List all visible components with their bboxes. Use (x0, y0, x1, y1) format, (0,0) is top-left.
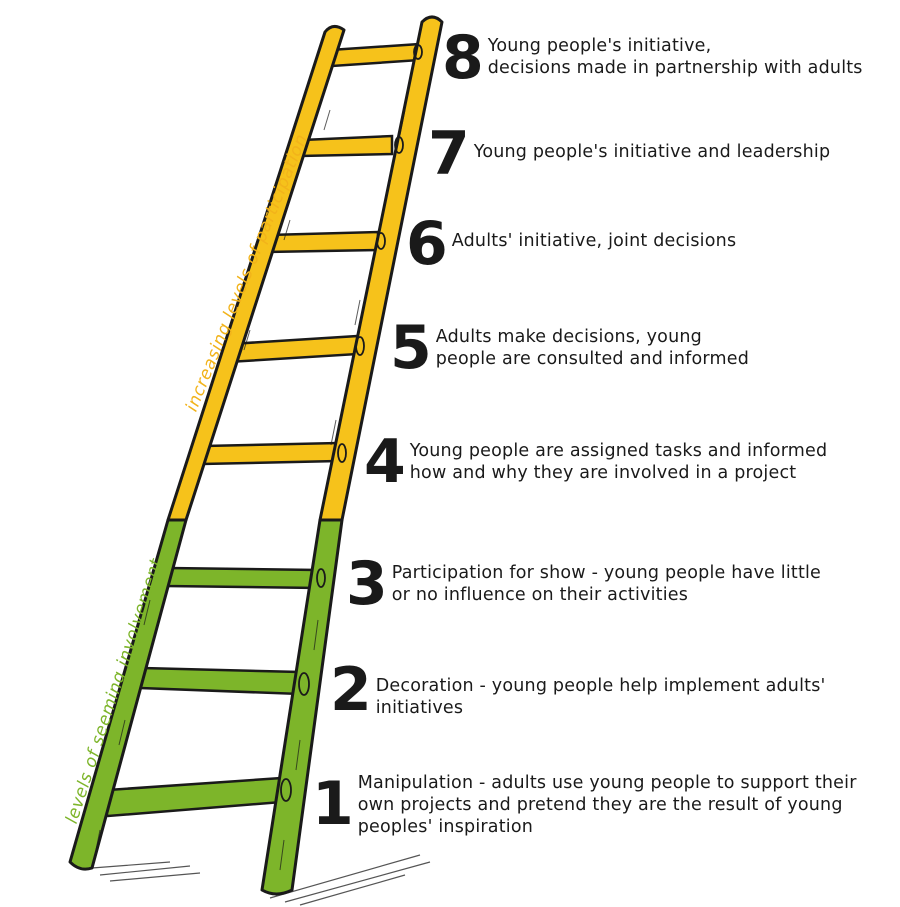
step-number: 8 (442, 23, 484, 93)
step-4: 4 Young people are assigned tasks and in… (364, 427, 828, 497)
step-number: 3 (346, 549, 388, 619)
step-description: Adults make decisions, young people are … (435, 327, 750, 369)
step-description: Young people are assigned tasks and info… (409, 441, 828, 483)
rung-4 (197, 441, 340, 466)
step-7: 7 Young people's initiative and leadersh… (428, 119, 831, 189)
step-8: 8 Young people's initiative, decisions m… (442, 23, 863, 93)
left-rail (68, 25, 346, 871)
step-description: Manipulation - adults use young people t… (357, 773, 857, 837)
rung-2 (135, 666, 302, 696)
rung-1 (100, 776, 284, 818)
ground-shadow (91, 854, 431, 906)
rung-6 (261, 230, 380, 254)
step-description: Decoration - young people help implement… (375, 676, 826, 718)
rung-3 (161, 566, 320, 590)
wood-grain (95, 109, 406, 871)
step-number: 7 (428, 119, 470, 189)
step-number: 5 (390, 313, 432, 383)
step-description: Participation for show - young people ha… (391, 563, 822, 605)
step-number: 6 (406, 209, 448, 279)
step-3: 3 Participation for show - young people … (346, 549, 822, 619)
step-2: 2 Decoration - young people help impleme… (330, 655, 900, 725)
step-number: 1 (312, 769, 354, 839)
step-5: 5 Adults make decisions, young people ar… (390, 313, 750, 383)
step-6: 6 Adults' initiative, joint decisions (406, 209, 737, 279)
step-description: Young people's initiative, decisions mad… (487, 36, 863, 78)
right-rail (260, 15, 444, 896)
step-number: 2 (330, 655, 372, 725)
step-1: 1 Manipulation - adults use young people… (312, 769, 857, 839)
peg-holes (280, 44, 423, 802)
step-description: Young people's initiative and leadership (473, 142, 831, 162)
step-number: 4 (364, 427, 406, 497)
rung-8 (325, 42, 422, 68)
step-description: Adults' initiative, joint decisions (451, 231, 737, 251)
